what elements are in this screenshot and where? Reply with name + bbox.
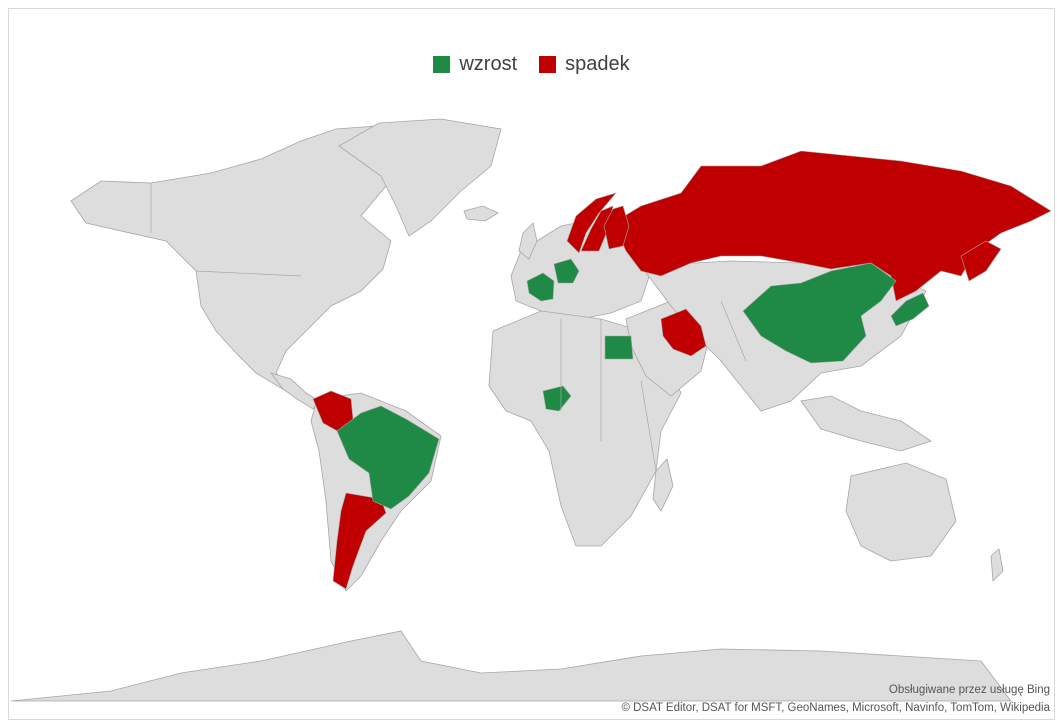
country-iran <box>660 308 707 357</box>
country-finland <box>603 205 630 250</box>
credits-sources: © DSAT Editor, DSAT for MSFT, GeoNames, … <box>621 702 1050 714</box>
country-france <box>526 272 555 302</box>
legend-swatch-increase <box>433 56 451 73</box>
country-germany <box>553 258 580 284</box>
iceland <box>463 205 499 222</box>
country-china <box>742 262 897 364</box>
country-egypt <box>604 335 634 360</box>
credits-provider: Obsługiwane przez usługę Bing <box>888 684 1050 696</box>
highlighted-countries <box>312 150 1052 590</box>
legend-item-increase: wzrost <box>433 53 517 76</box>
country-borders <box>150 183 747 472</box>
country-russia-east <box>960 240 1002 282</box>
australia <box>845 462 957 562</box>
border-line <box>640 380 657 472</box>
madagascar <box>652 458 674 512</box>
country-japan <box>890 292 930 327</box>
antarctica <box>10 630 1012 702</box>
map-chart: wzrost spadek Obsługiwane przez usługę B… <box>8 8 1055 720</box>
british-isles <box>518 222 538 260</box>
central-america <box>269 372 320 410</box>
legend-item-decrease: spadek <box>539 53 630 76</box>
border-line <box>195 270 302 277</box>
country-russia <box>612 150 1052 302</box>
legend-swatch-decrease <box>539 56 557 73</box>
map-credits: Obsługiwane przez usługę Bing © DSAT Edi… <box>621 681 1050 717</box>
country-norway <box>566 192 617 254</box>
north-america <box>70 125 397 397</box>
country-brazil <box>336 405 440 510</box>
country-sweden <box>580 205 614 252</box>
greenland <box>338 118 502 237</box>
country-nigeria <box>542 385 572 412</box>
legend-label-increase: wzrost <box>459 53 518 75</box>
new-zealand <box>990 548 1004 582</box>
legend-label-decrease: spadek <box>565 53 630 75</box>
legend: wzrost spadek <box>9 53 1054 76</box>
world-map <box>10 118 1052 702</box>
border-line <box>720 300 747 362</box>
country-argentina <box>332 492 387 590</box>
southeast-asia <box>800 395 932 452</box>
